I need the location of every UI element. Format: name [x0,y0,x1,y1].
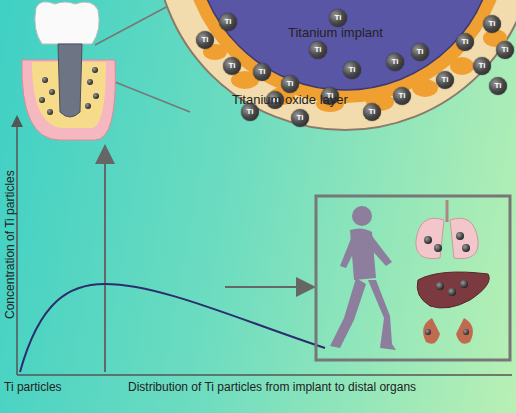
implant-label: Titanium implant [288,26,383,40]
oxide-label: Titanium oxide layer [232,93,348,107]
ti-particle: Ti [196,31,214,49]
particle-label: Ti [442,76,449,84]
ti-particle: Ti [489,77,507,95]
liver [417,272,489,308]
ti-particle: Ti [456,33,474,51]
implant-screw [58,44,82,117]
ti-particle: Ti [473,57,491,75]
curve [20,284,325,372]
particle-label: Ti [229,62,236,70]
x-axis-label: Distribution of Ti particles from implan… [128,381,416,394]
tooth-particles [39,67,99,115]
oxide-layer [182,0,508,103]
ti-particle: Ti [329,9,347,27]
particle-label: Ti [369,108,376,116]
particle-label: Ti [297,114,304,122]
particle-label: Ti [349,66,356,74]
crown [35,2,99,44]
particle-label: Ti [462,38,469,46]
implant-body [195,0,495,90]
ti-particle: Ti [496,41,514,59]
ti-particle: Ti [483,15,501,33]
right-arrow [225,286,310,288]
ti-particle: Ti [343,61,361,79]
up-arrow [104,150,106,372]
particle-label: Ti [399,92,406,100]
particle-label: Ti [247,108,254,116]
ti-particle: Ti [309,41,327,59]
ti-particle: Ti [363,103,381,121]
ti-particle: Ti [386,53,404,71]
ti-particle: Ti [253,63,271,81]
particle-label: Ti [335,14,342,22]
ti-particle: Ti [291,109,309,127]
organ-particles [424,232,470,335]
particle-label: Ti [287,80,294,88]
kidney [456,318,473,344]
y-axis-label: Concentration of Ti particles [4,171,17,320]
particle-label: Ti [417,48,424,56]
particle-label: Ti [502,46,509,54]
particle-label: Ti [479,62,486,70]
zoom-line [110,80,190,112]
ti-particle: Ti [281,75,299,93]
particle-label: Ti [259,68,266,76]
ti-particle: Ti [223,57,241,75]
bone-ring [155,0,516,130]
particle-label: Ti [225,18,232,26]
ti-particle: Ti [436,71,454,89]
zoom-line [95,4,172,45]
lungs [416,200,478,259]
particle-label: Ti [489,20,496,28]
ti-particle: Ti [393,87,411,105]
particle-label: Ti [315,46,322,54]
organ-box [316,196,510,360]
particle-label: Ti [392,58,399,66]
x-start-label: Ti particles [4,381,62,394]
kidney [423,318,440,344]
walking-person [330,206,396,350]
ti-particle: Ti [411,43,429,61]
particle-label: Ti [202,36,209,44]
ti-particle: Ti [219,13,237,31]
particle-label: Ti [495,82,502,90]
x-axis [17,374,512,376]
